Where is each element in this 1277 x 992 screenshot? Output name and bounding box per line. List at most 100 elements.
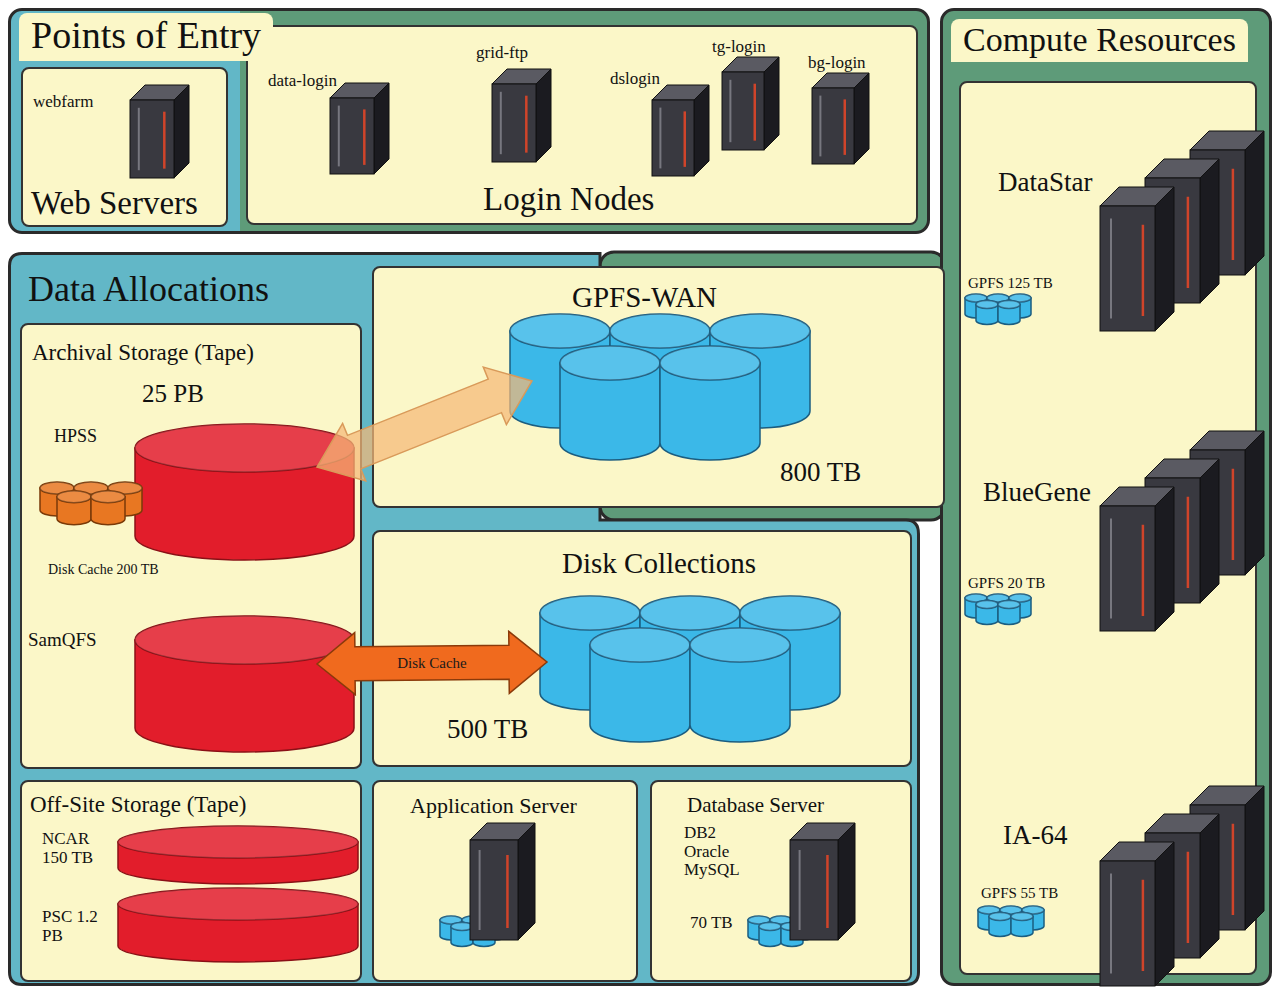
disk-icon — [440, 916, 462, 924]
tape-cylinder — [135, 616, 354, 664]
server-icon — [1245, 786, 1264, 930]
disk-icon — [660, 346, 760, 380]
group-box: GPFS-WAN800 TB — [372, 266, 945, 508]
disk-icon — [770, 916, 792, 924]
server-icon — [470, 840, 518, 940]
group-box: DataStarGPFS 125 TBBlueGeneGPFS 20 TBIA-… — [940, 8, 1272, 986]
server-icon — [1232, 169, 1235, 260]
disk-icon — [781, 926, 803, 946]
server-icon — [536, 69, 551, 162]
disk-icon — [1000, 906, 1022, 914]
disk-icon — [510, 314, 610, 348]
disk-icon — [978, 910, 1000, 930]
server-icon — [163, 112, 166, 169]
node-detail: 70 TB — [690, 914, 733, 933]
server-icon — [1190, 150, 1245, 275]
server-icon — [1110, 219, 1112, 319]
disk-icon — [740, 596, 840, 630]
disk-icon — [998, 600, 1020, 608]
storage-cylinder: PSC 1.2 PB — [114, 886, 362, 966]
server-icon — [500, 92, 502, 154]
disk-icon — [1009, 594, 1031, 602]
disk-icon — [451, 926, 473, 946]
disk-icon — [451, 922, 473, 930]
disk-icon — [91, 497, 125, 525]
disk-icon — [510, 314, 610, 348]
disk-icon — [590, 645, 690, 742]
server-icon — [722, 57, 779, 72]
storage-cylinder: NCAR 150 TB — [114, 824, 362, 888]
server-icon — [1187, 197, 1190, 288]
group-box: Application Server — [372, 780, 638, 982]
disk-icon — [740, 613, 840, 710]
server-icon — [1245, 131, 1264, 275]
server-icon — [694, 85, 709, 176]
node-detail: GPFS 20 TB — [968, 575, 1045, 592]
group-box: HPSSDisk Cache 200 TBSamQFSArchival Stor… — [20, 323, 362, 769]
node-detail: 500 TB — [447, 715, 528, 745]
disk-icon — [1009, 598, 1031, 618]
group-box: NCAR 150 TBPSC 1.2 PB Off-Site Storage (T… — [20, 780, 362, 982]
node-title: DataStar — [998, 168, 1092, 198]
disk-icon — [987, 594, 1009, 602]
server-icon — [1110, 874, 1112, 974]
disk-icon — [74, 482, 108, 494]
disk-icon — [976, 304, 998, 324]
cylinder-shape — [114, 886, 362, 966]
node-title: PSC 1.2 PB — [42, 908, 106, 945]
server-icon — [1145, 833, 1200, 958]
tape-cylinder — [118, 888, 358, 920]
disk-icon — [510, 331, 610, 428]
server-icon — [1200, 463, 1202, 563]
group-box: webfarmWeb Servers — [21, 67, 228, 227]
node-detail: 25 PB — [142, 380, 204, 408]
cylinder-shape — [132, 422, 357, 562]
node-title: GPFS-WAN — [572, 282, 717, 314]
arrow-label: Disk Cache — [397, 655, 467, 672]
disk-icon — [540, 596, 640, 630]
server-icon — [1232, 469, 1235, 560]
disk-icon — [989, 916, 1011, 936]
disk-icon — [108, 488, 142, 516]
disk-icon — [987, 594, 1009, 602]
server-label: grid-ftp — [476, 44, 528, 63]
node-title: Off-Site Storage (Tape) — [30, 792, 246, 817]
disk-icon — [1000, 910, 1022, 930]
cylinder-shape — [114, 824, 362, 888]
disk-icon — [710, 331, 810, 428]
disk-icon — [610, 331, 710, 428]
disk-icon — [473, 926, 495, 946]
node-title: Login Nodes — [483, 181, 654, 217]
disk-icon — [690, 628, 790, 662]
server-icon — [812, 88, 854, 164]
server-icon — [799, 850, 801, 930]
group-box: DataStarGPFS 125 TB — [961, 143, 1263, 343]
disk-icon — [560, 346, 660, 380]
disk-icon — [770, 916, 792, 924]
disk-icon — [440, 916, 462, 924]
disk-icon — [560, 346, 660, 380]
region-panel: HPSSDisk Cache 200 TBSamQFSArchival Stor… — [8, 252, 920, 986]
disk-icon — [484, 916, 506, 924]
disk-icon — [690, 628, 790, 662]
disk-icon — [989, 912, 1011, 920]
group-box: Disk Collections500 TB — [372, 530, 912, 767]
server-icon — [338, 106, 340, 167]
disk-icon — [1022, 910, 1044, 930]
disk-icon — [740, 596, 840, 630]
panel-title: Compute Resources — [951, 19, 1248, 62]
disk-icon — [610, 314, 710, 348]
block-arrow — [317, 631, 547, 694]
disk-icon — [759, 922, 781, 930]
disk-icon — [1009, 298, 1031, 318]
disk-icon — [40, 482, 74, 494]
disk-icon — [590, 628, 690, 662]
disk-icon — [40, 488, 74, 516]
node-title: BlueGene — [983, 478, 1091, 508]
server-icon — [854, 73, 869, 164]
server-icon — [1145, 459, 1219, 478]
disk-icon — [590, 628, 690, 662]
server-icon — [1155, 487, 1174, 631]
disk-icon — [440, 920, 462, 940]
panel-title: Points of Entry — [19, 13, 273, 61]
